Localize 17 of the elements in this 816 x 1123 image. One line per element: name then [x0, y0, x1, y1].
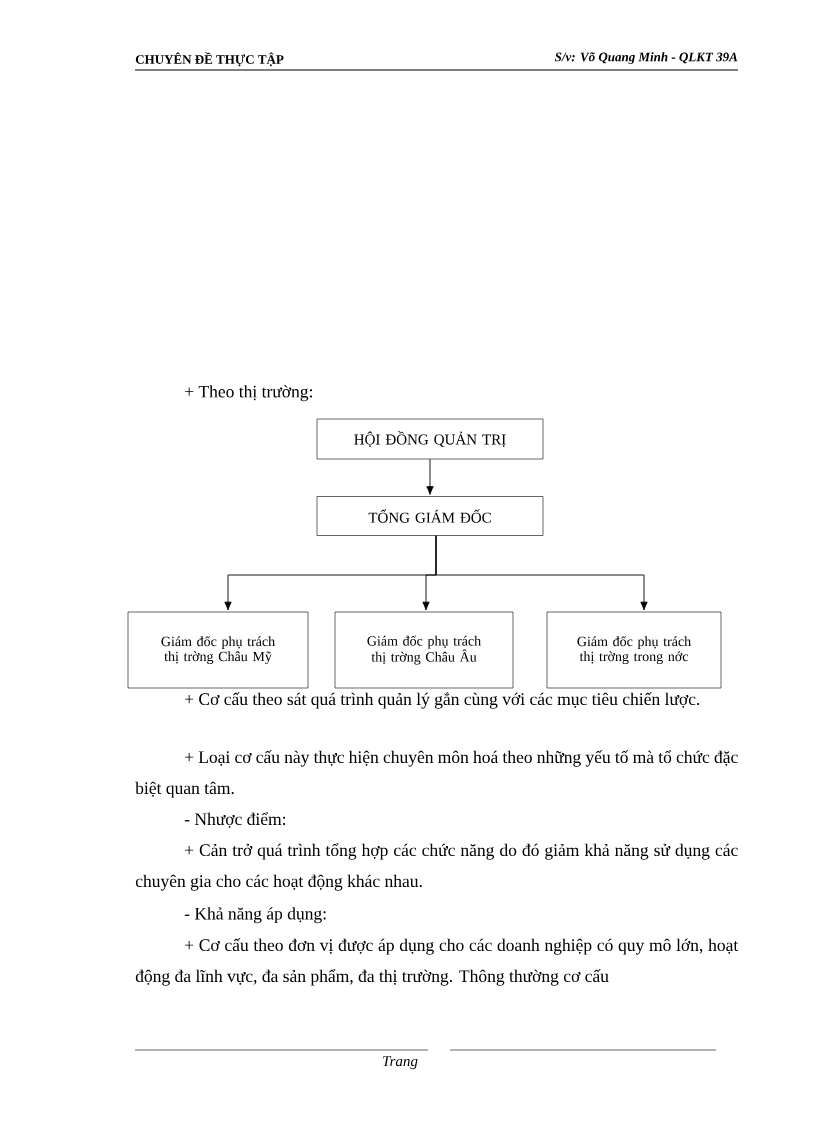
paragraph: + Cơ cấu theo đơn vị được áp dụng cho các doanh nghiệp có quy mô lớn, hoạt động đa lĩnh vực, đa sản phẩm, đa thị trường. Thông thường cơ cấu [135, 938, 739, 986]
paragraph: + Cản trở quá trình tổng hợp các chức năng do đó giảm khả năng sử dụng các chuyên gia cho các hoạt động khác nhau. [135, 843, 738, 891]
arrow [435, 535, 648, 611]
manager-box: Giám đốc phụ trách thị trờng Châu Âu [334, 611, 514, 689]
paragraph: - Nhược điểm: [184, 812, 286, 828]
paragraph: + Loại cơ cấu này thực hiện chuyên môn hoá theo những yếu tố mà tổ chức đặc biệt quan tâm. [135, 750, 738, 798]
paragraph: - Khả năng áp dụng: [184, 907, 326, 924]
arrow [426, 458, 434, 495]
header-text: S/v: Võ Quang Minh - QLKT 39A [554, 52, 738, 64]
title-box: TỔNG GIÁM ĐỐC [316, 496, 544, 536]
header-text: CHUYÊN ĐỀ THỰC TẬP [135, 52, 284, 67]
page-label: Trang [383, 1056, 418, 1070]
manager-box: Giám đốc phụ trách thị trờng Châu Mỹ [127, 611, 309, 689]
paragraph: + Cơ cấu theo sát quá trình quản lý gắn cùng với các mục tiêu chiến lược. [185, 692, 700, 709]
paragraph: + Theo thị trường: [185, 385, 312, 402]
manager-box: Giám đốc phụ trách thị trờng trong nớc [546, 611, 722, 689]
title-box: HỘI ĐỒNG QUẢN TRỊ [316, 418, 544, 460]
